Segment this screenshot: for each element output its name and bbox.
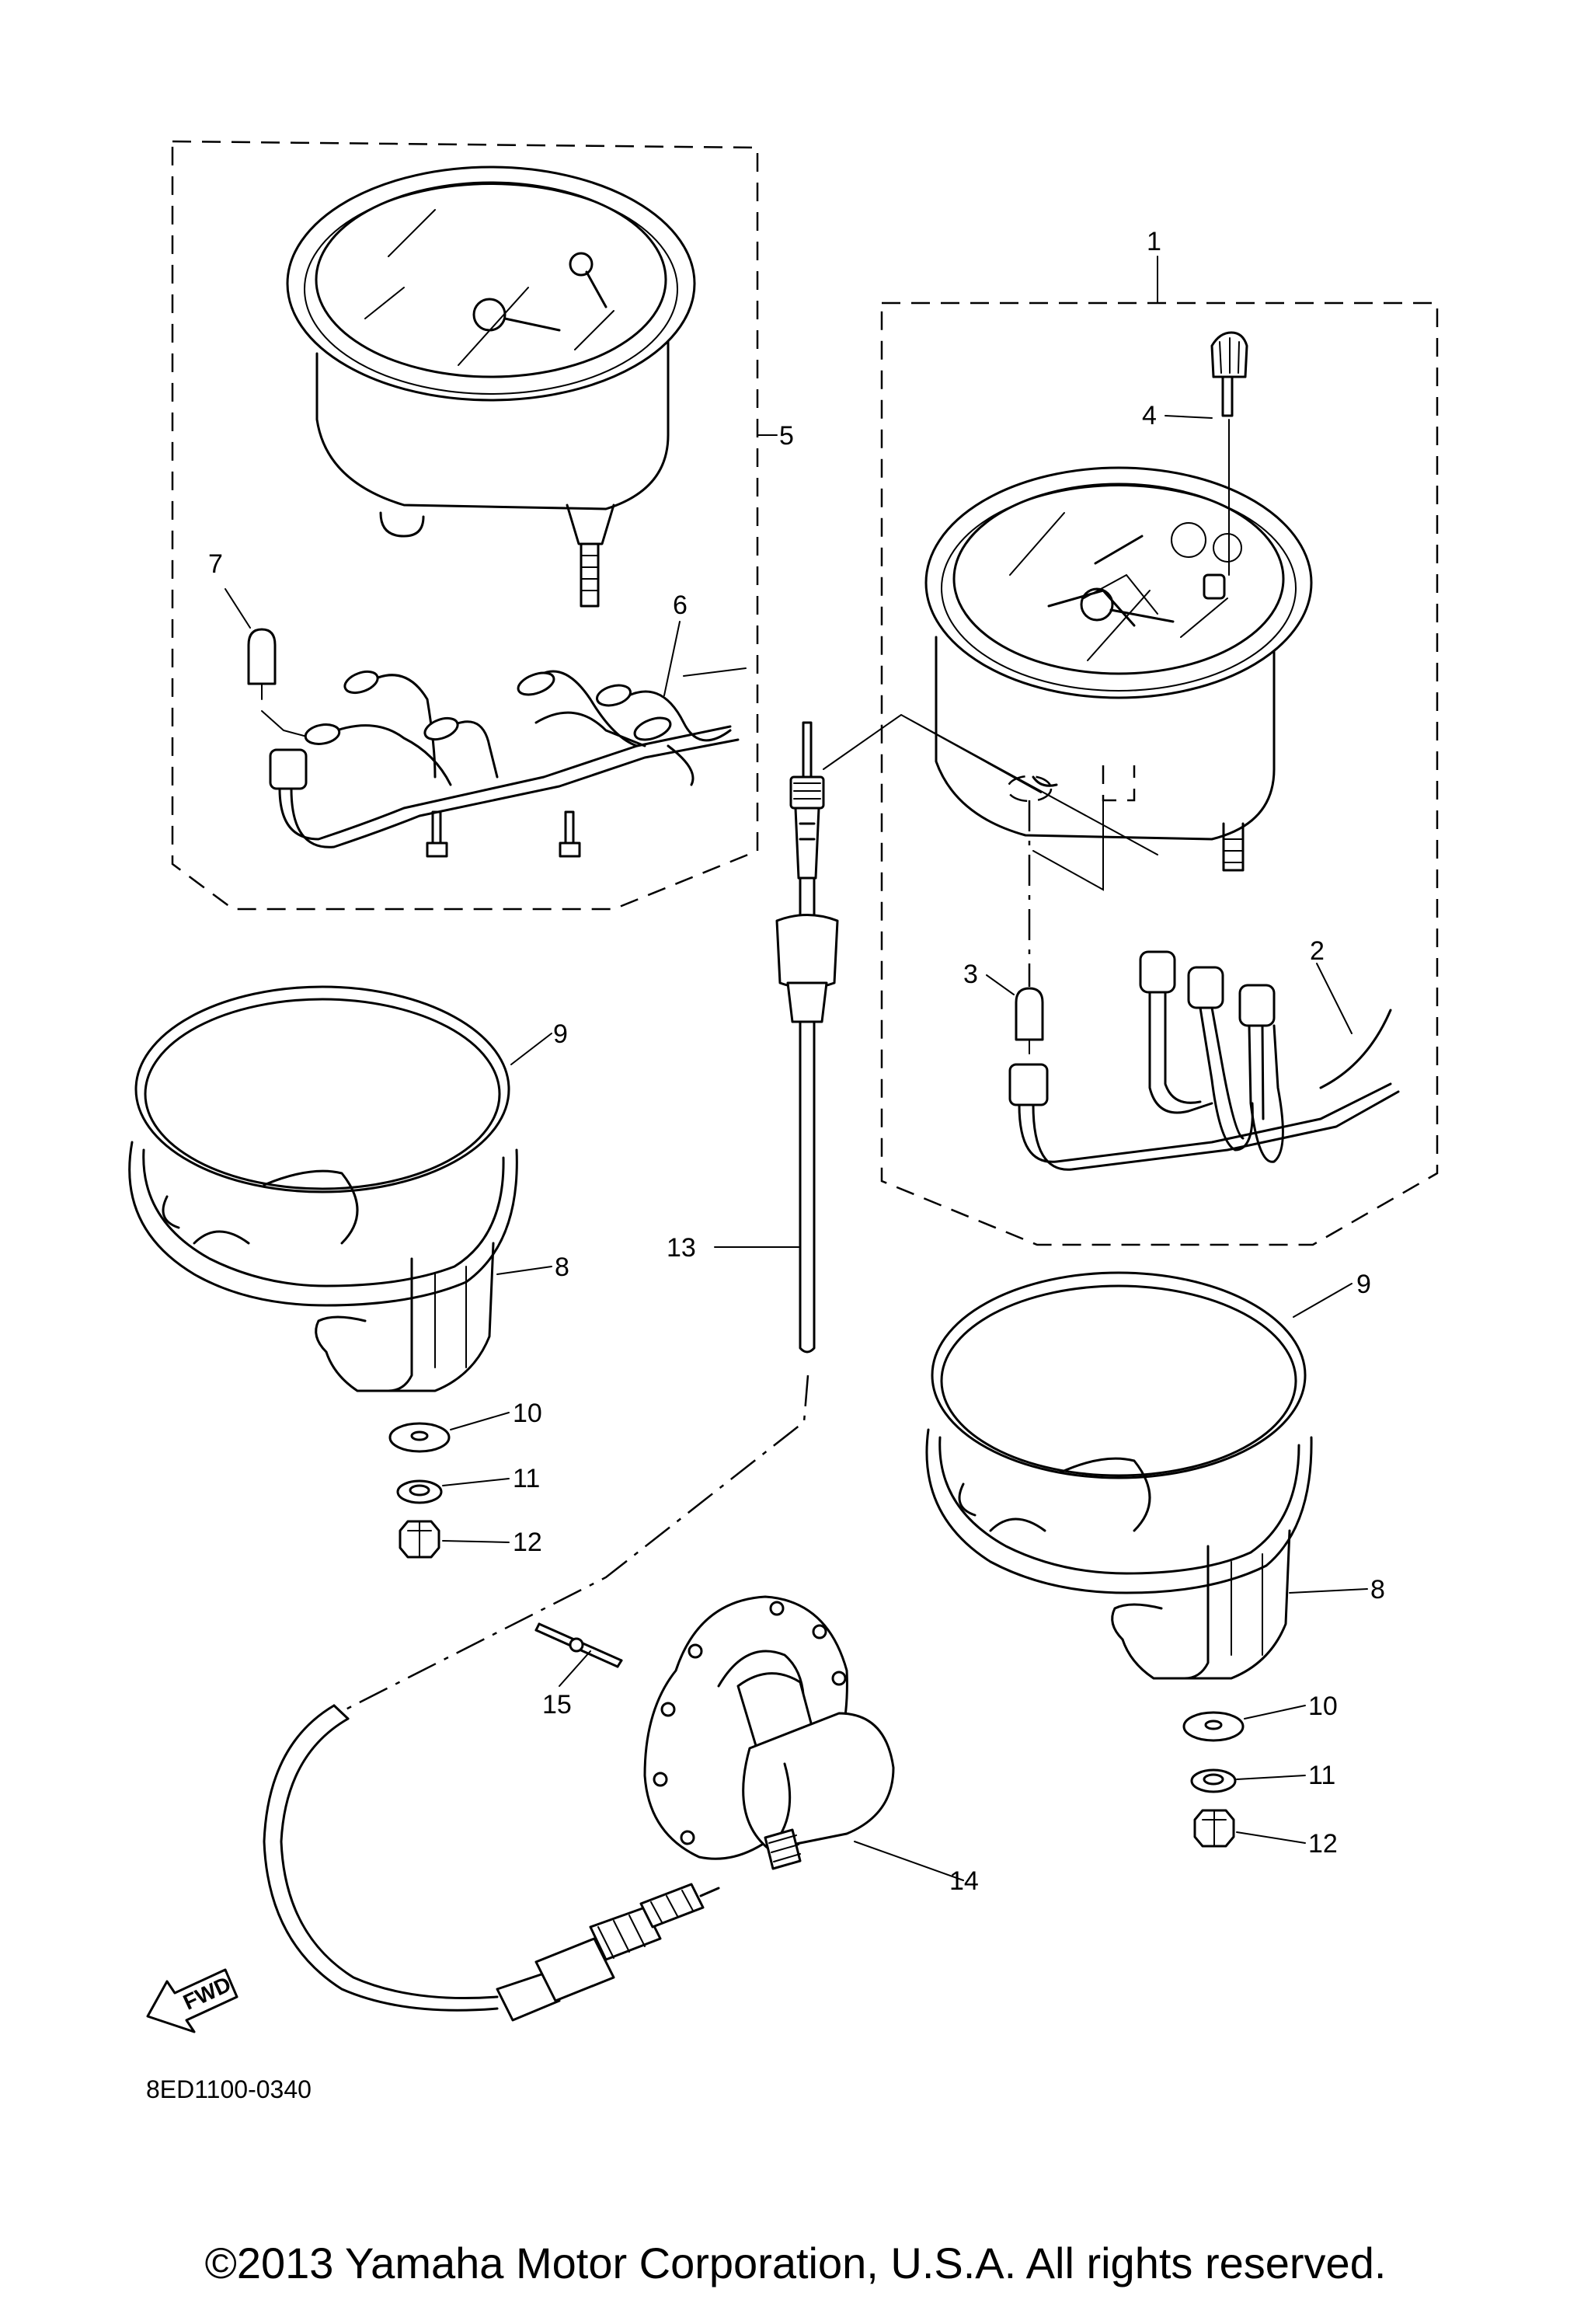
callout-11b: 11	[1308, 1761, 1335, 1790]
gasket-ring-9-left	[134, 985, 510, 1193]
callout-4-leader	[1165, 415, 1213, 419]
wire-harness-6	[269, 667, 747, 848]
callout-10b: 10	[1308, 1692, 1338, 1721]
callout-12a-leader	[442, 1540, 510, 1543]
callout-10a: 10	[513, 1399, 542, 1428]
screw-pair	[426, 810, 581, 858]
callout-12a: 12	[513, 1528, 542, 1557]
callout-8b-leader	[1289, 1588, 1368, 1594]
washer-10-left	[388, 1422, 451, 1453]
callout-15: 15	[542, 1690, 572, 1719]
speedometer-drive-14	[643, 1595, 964, 1881]
callout-7-leader	[225, 588, 251, 629]
callout-9a-leader	[510, 1033, 552, 1065]
speedometer-gauge	[286, 166, 696, 608]
forward-arrow-icon: FWD	[146, 1968, 238, 2033]
callout-14-leader	[854, 1841, 964, 1881]
callout-11a: 11	[513, 1464, 540, 1493]
gasket-ring-9-right	[931, 1271, 1307, 1479]
callout-3-leader	[986, 974, 1015, 995]
callout-9a: 9	[553, 1019, 568, 1049]
callout-7: 7	[208, 549, 223, 579]
bulb-7	[247, 628, 277, 700]
callout-12b-leader	[1236, 1831, 1306, 1844]
callout-1: 1	[1147, 227, 1161, 256]
callout-13: 13	[667, 1233, 696, 1263]
assembly-5-frame	[171, 140, 759, 911]
callout-8a-leader	[496, 1266, 552, 1275]
callout-12b: 12	[1308, 1829, 1338, 1859]
callout-9b-leader	[1293, 1283, 1353, 1318]
callout-14: 14	[949, 1866, 979, 1896]
callout-10a-leader	[450, 1412, 510, 1430]
diagram-code: 8ED1100-0340	[146, 2075, 312, 2103]
callout-6-leader	[663, 621, 681, 696]
callout-8a: 8	[555, 1253, 569, 1282]
speedometer-cable-13	[263, 713, 1158, 2022]
nut-12-right	[1193, 1809, 1235, 1848]
copyright-notice: ©2013 Yamaha Motor Corporation, U.S.A. A…	[204, 2239, 1387, 2287]
bulb-3	[1015, 987, 1044, 1054]
meter-bracket-8-left	[128, 1141, 518, 1392]
callout-11a-leader	[442, 1478, 510, 1486]
callout-2: 2	[1310, 936, 1325, 966]
lock-washer-11-left	[396, 1479, 443, 1504]
callout-4: 4	[1142, 401, 1157, 430]
callout-6: 6	[673, 591, 688, 620]
tachometer-gauge	[924, 466, 1313, 987]
meter-bracket-8-right	[925, 1428, 1313, 1680]
callout-15-leader	[559, 1650, 591, 1687]
callout-2-leader	[1316, 963, 1353, 1034]
drive-pin-15	[534, 1622, 623, 1687]
wire-harness-2	[1008, 950, 1400, 1171]
callout-5: 5	[779, 421, 794, 451]
lock-washer-11-right	[1190, 1768, 1237, 1793]
assembly-1-frame	[880, 301, 1439, 1246]
nut-12-left	[399, 1520, 440, 1559]
callout-9b: 9	[1356, 1270, 1371, 1299]
reset-knob-4	[1165, 331, 1248, 576]
callout-8b: 8	[1370, 1575, 1385, 1605]
callout-10b-leader	[1244, 1705, 1306, 1719]
callout-11b-leader	[1236, 1775, 1306, 1780]
washer-10-right	[1182, 1711, 1245, 1742]
callout-3: 3	[963, 960, 978, 989]
